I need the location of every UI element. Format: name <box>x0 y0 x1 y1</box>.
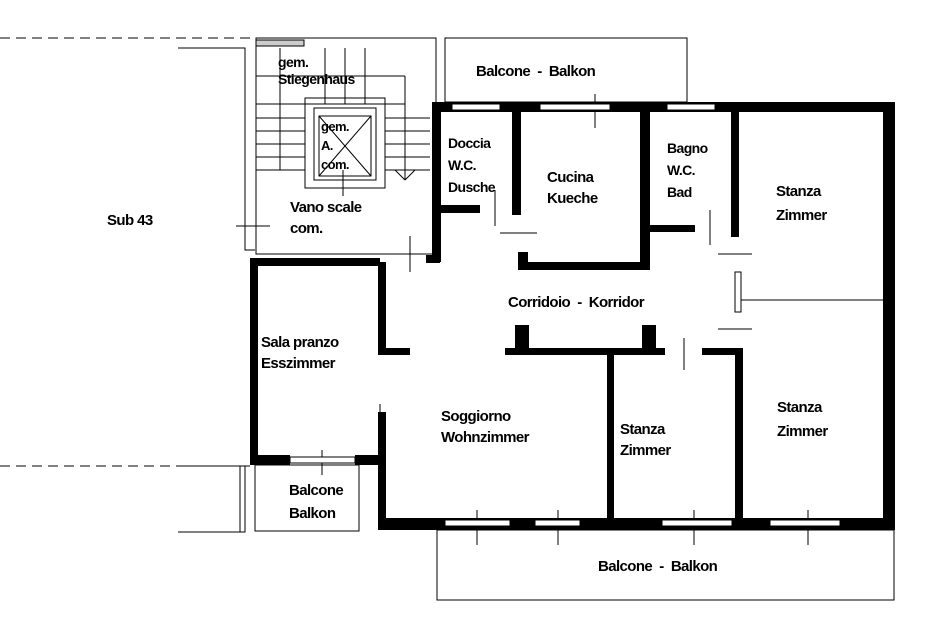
windows <box>289 103 841 527</box>
balcony-small-outline <box>254 464 360 532</box>
thin-lines <box>0 37 895 601</box>
room-stanza-s: Stanza Zimmer <box>620 421 671 459</box>
stair-com-label: Vano scale com. <box>290 199 362 237</box>
room-doccia: Doccia W.C. Dusche <box>448 135 496 195</box>
room-stanza-se: Stanza Zimmer <box>777 399 828 440</box>
balcony-top-label: Balcone - Balkon <box>476 63 596 80</box>
room-soggiorno: Soggiorno Wohnzimmer <box>441 408 530 446</box>
room-sala: Sala pranzo Esszimmer <box>261 334 339 372</box>
elevator-label: gem. A. com. <box>321 119 350 172</box>
balcony-bottom-label: Balcone - Balkon <box>598 558 718 575</box>
neighbor-outline <box>178 47 255 251</box>
balcony-small-label: Balcone Balkon <box>289 482 344 522</box>
stairwell-label: gem. Stiegenhaus <box>278 54 355 87</box>
sub-label: Sub 43 <box>107 212 153 229</box>
room-stanza-ne: Stanza Zimmer <box>776 183 827 224</box>
room-bagno: Bagno W.C. Bad <box>667 140 708 200</box>
room-cucina: Cucina Kueche <box>547 169 598 207</box>
walls <box>250 102 895 530</box>
room-corridoio: Corridoio - Korridor <box>508 294 645 311</box>
